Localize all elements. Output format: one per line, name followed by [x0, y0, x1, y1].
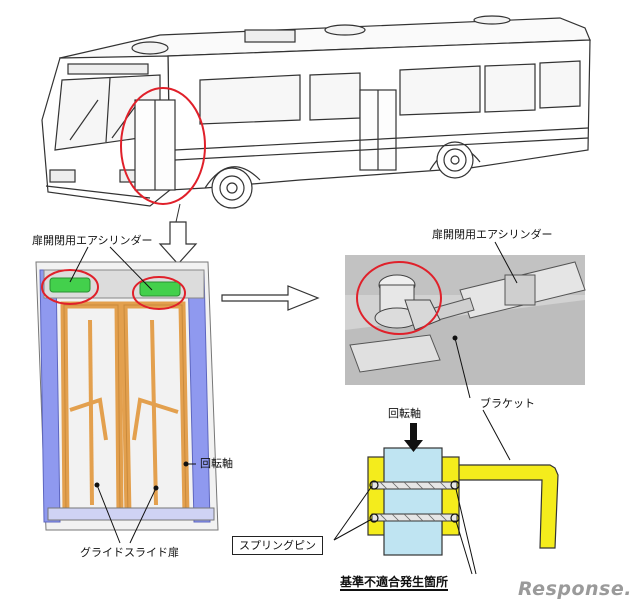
label-spring-pin: スプリングピン: [232, 536, 323, 555]
left-cylinder-highlight-circle: [41, 269, 99, 305]
label-rotation-axis-top: 回転軸: [388, 407, 421, 420]
bus-illustration: [41, 15, 591, 209]
label-door-cylinder-right: 扉開閉用エアシリンダー: [432, 228, 553, 241]
right-cylinder-highlight-circle: [132, 276, 186, 310]
label-nonconforming-location: 基準不適合発生箇所: [340, 575, 449, 591]
label-bracket: ブラケット: [480, 397, 535, 410]
pivot-highlight-circle: [356, 261, 442, 335]
bus-door-highlight-circle: [120, 87, 206, 205]
cross-section-diagram: [367, 423, 559, 556]
label-door-cylinder-left: 扉開閉用エアシリンダー: [32, 234, 153, 247]
label-glide-slide-door: グライドスライド扉: [80, 546, 179, 559]
door-assembly-illustration: [35, 261, 219, 531]
bus-to-panel-connector: [175, 203, 181, 223]
cylinder-closeup-photo: [345, 255, 586, 385]
down-arrow-icon: [158, 221, 198, 265]
response-watermark: Response.: [518, 578, 632, 600]
right-arrow-icon: [221, 285, 320, 311]
label-rotation-axis-side: 回転軸: [200, 457, 233, 470]
